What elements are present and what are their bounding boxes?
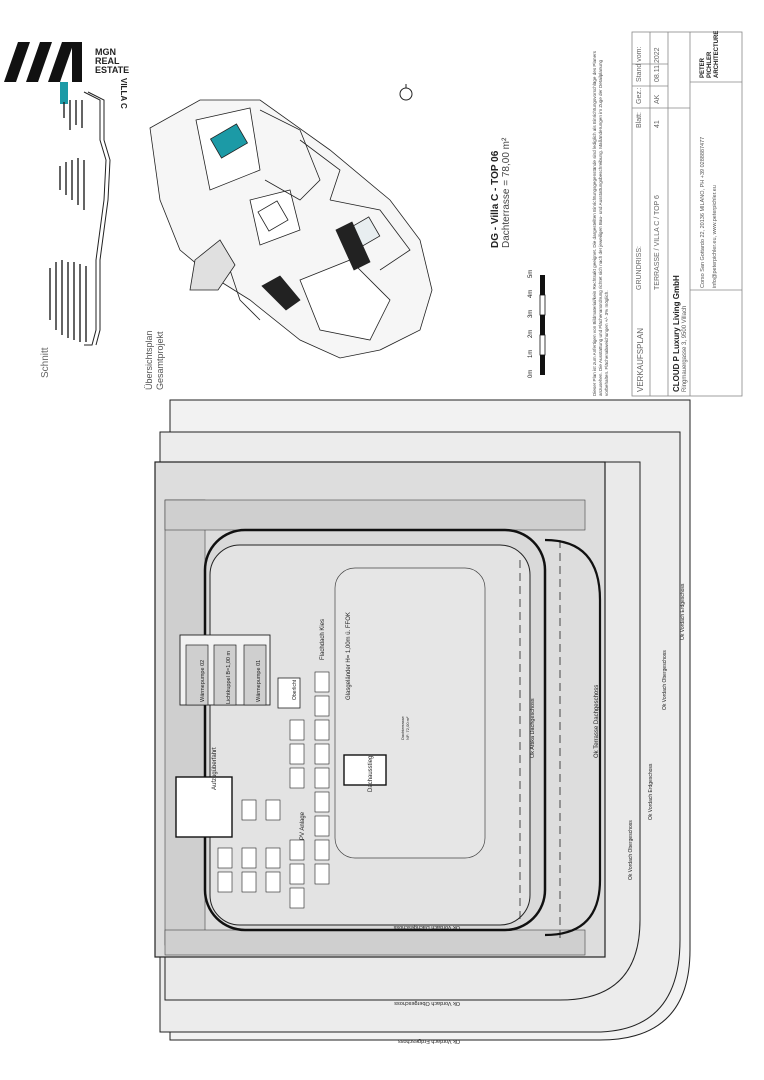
scale-label-4: 4m [528, 289, 534, 298]
scale-label-1: 1m [528, 349, 534, 358]
scale-bar [539, 275, 546, 375]
logo-text: MGN REAL ESTATE [95, 48, 129, 75]
label-ok-terrace-dg: Ok Terrasse Dachgeschoss [594, 684, 600, 758]
grundriss-label: GRUNDRISS: [636, 246, 643, 290]
label-elevator: Aufzugüberfahrt [212, 747, 218, 790]
architect-name-3: ARCHITECTURE [714, 30, 720, 78]
sheet-title-main: DG - Villa C - TOP 06 [490, 150, 501, 248]
architect-logo: PETER PICHLER ARCHITECTURE [700, 31, 721, 78]
scale-label-5: 5m [528, 269, 534, 278]
label-ok-vordach-eg-3: Ok Vordach Erdgeschoss [680, 583, 686, 640]
architect-address: Corso San Gottardo 22, 20136 MILANO, PH … [700, 136, 706, 288]
site-plan-overview [149, 99, 433, 359]
label-terrace-small: Dachterrasse NF: 72,00 m² [400, 716, 410, 740]
gez-value: AK [654, 94, 661, 104]
gez-label: Gez.: [636, 87, 643, 104]
section-drawing [49, 91, 111, 346]
stand-value: 08.11.2022 [654, 47, 661, 82]
project-name: VILLA C [119, 78, 128, 109]
label-ok-vordach-og-2: Ok Vordach Obergeschoss [628, 820, 634, 880]
label-ok-vordach-eg: Ok Vordach Erdgeschoss [397, 1038, 460, 1044]
overview-line-2: Gesamtprojekt [155, 331, 165, 390]
section-label: Schnitt [40, 347, 51, 378]
blatt-value: 41 [654, 120, 661, 128]
label-ok-attika-dg: Ok Attika Dachgeschoss [530, 698, 536, 758]
title-block-frame [631, 31, 743, 397]
company-name: CLOUD P Luxury Living GmbH [672, 275, 681, 392]
architect-name-2: PICHLER [707, 51, 713, 78]
logo-word-2: REAL [95, 56, 120, 66]
north-arrow-icon [399, 84, 413, 101]
logo-mark [4, 42, 82, 104]
overview-line-1: Übersichtsplan [144, 330, 154, 390]
architect-name-1: PETER [700, 57, 706, 78]
scale-label-3: 3m [528, 309, 534, 318]
floor-plan [154, 399, 691, 1041]
label-ok-vordach-og: Ok Vordach Obergeschoss [394, 1000, 460, 1006]
company-address: Ringmauergasse 3, 9500 Villach [682, 305, 688, 392]
grundriss-value: TERRASSE / VILLA C / TOP 6 [654, 195, 661, 290]
stand-label: Stand vom: [636, 46, 643, 82]
label-roof-access: Dachausstieg [368, 755, 374, 792]
label-heat-pump-1: Wärmepumpe 01 [256, 659, 262, 702]
label-ok-vordach-dg: Ok Vordach Dachgeschoss [393, 924, 460, 930]
label-terrace-small-2: NF: 72,00 m² [405, 716, 410, 740]
scale-label-0: 0m [528, 369, 534, 378]
label-skylight: Lichtkuppel B=1,00 m [226, 650, 232, 704]
blatt-label: Blatt: [636, 112, 643, 128]
sheet-title: DG - Villa C - TOP 06 Dachterrasse = 78,… [490, 138, 512, 248]
sheet-title-sub: Dachterrasse = 78,00 m² [501, 137, 512, 248]
disclaimer-text: Dieser Plan ist zum Anfertigen von Bildm… [592, 51, 609, 396]
label-ok-vordach-eg-2: Ok Vordach Erdgeschoss [648, 763, 654, 820]
overview-label: Übersichtsplan Gesamtprojekt [144, 330, 166, 390]
scale-label-2: 2m [528, 329, 534, 338]
label-heat-pump-2: Wärmepumpe 02 [200, 659, 206, 702]
label-gravel: Flachdach Kies [320, 618, 326, 660]
plan-type: VERKAUFSPLAN [636, 327, 645, 392]
label-pv: PV Anlage [300, 811, 306, 840]
logo-word-3: ESTATE [95, 65, 130, 75]
label-railing: Glasgeländer H= 1,00m ü. FFOK [346, 612, 352, 700]
label-ok-vordach-og-3: Ok Vordach Obergeschoss [662, 650, 668, 710]
label-roof-hatch: Oberlicht [292, 679, 298, 700]
architect-web: info@peterpichler.eu, www.peterpichler.e… [712, 185, 718, 288]
logo-word-1: MGN [95, 47, 116, 57]
